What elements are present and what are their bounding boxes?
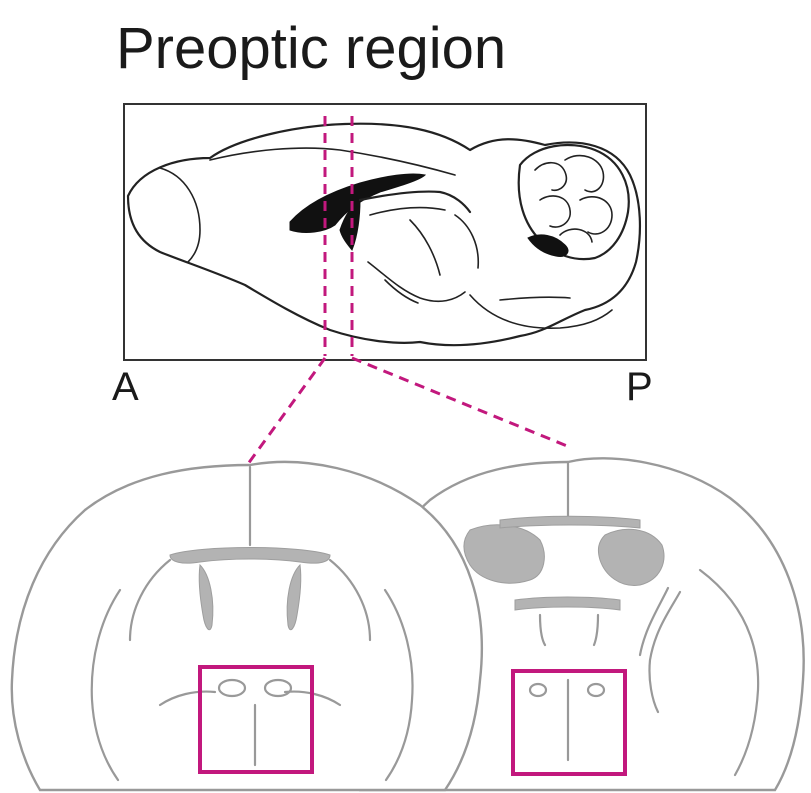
figure-title: Preoptic region: [116, 16, 506, 81]
posterior-label: P: [626, 365, 653, 409]
coronal-section-anterior: [12, 462, 482, 790]
connector-line-posterior: [352, 358, 572, 448]
sagittal-view: [124, 104, 646, 468]
connector-line-anterior: [245, 358, 325, 468]
anterior-label: A: [112, 365, 139, 409]
anterior-coronal-outline: [12, 462, 482, 790]
